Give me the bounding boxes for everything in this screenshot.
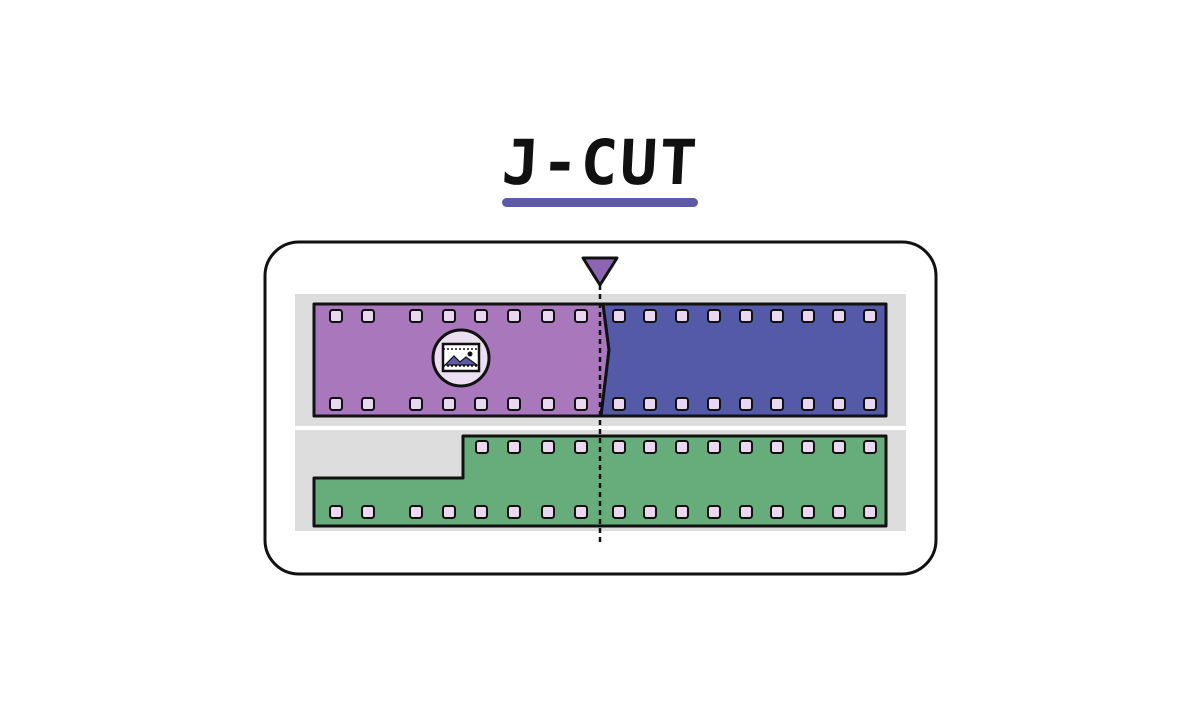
sprocket-hole: [612, 440, 626, 454]
sprocket-hole: [409, 309, 423, 323]
sprocket-hole: [675, 505, 689, 519]
sprocket-hole: [643, 309, 657, 323]
video-sprocket-row-bottom: [329, 397, 877, 411]
sprocket-hole: [739, 397, 753, 411]
sprocket-hole: [832, 309, 846, 323]
sprocket-hole: [574, 397, 588, 411]
sprocket-hole: [643, 440, 657, 454]
playhead-triangle-icon[interactable]: [581, 256, 619, 287]
sprocket-hole: [541, 505, 555, 519]
sprocket-hole: [507, 440, 521, 454]
sprocket-hole: [474, 397, 488, 411]
audio-sprocket-row-bottom: [329, 505, 877, 519]
sprocket-hole: [574, 505, 588, 519]
sprocket-hole: [707, 440, 721, 454]
sprocket-hole: [612, 397, 626, 411]
sprocket-hole: [409, 505, 423, 519]
sprocket-hole: [770, 505, 784, 519]
sprocket-hole: [361, 397, 375, 411]
image-film-icon: [431, 328, 491, 388]
sprocket-hole: [442, 397, 456, 411]
sprocket-hole: [541, 397, 555, 411]
sprocket-hole: [474, 505, 488, 519]
sprocket-hole: [475, 440, 489, 454]
sprocket-hole: [675, 309, 689, 323]
sprocket-hole: [329, 397, 343, 411]
sprocket-hole: [863, 397, 877, 411]
sprocket-hole: [707, 505, 721, 519]
sprocket-hole: [361, 309, 375, 323]
sprocket-hole: [770, 397, 784, 411]
sprocket-hole: [801, 309, 815, 323]
sprocket-hole: [832, 397, 846, 411]
sprocket-hole: [612, 309, 626, 323]
sprocket-hole: [361, 505, 375, 519]
sprocket-hole: [643, 505, 657, 519]
sprocket-hole: [675, 440, 689, 454]
sprocket-hole: [612, 505, 626, 519]
sprocket-hole: [863, 505, 877, 519]
sprocket-hole: [574, 440, 588, 454]
sprocket-hole: [801, 440, 815, 454]
sprocket-hole: [739, 440, 753, 454]
video-clip-b: [599, 302, 888, 418]
sprocket-hole: [675, 397, 689, 411]
sprocket-hole: [474, 309, 488, 323]
sprocket-hole: [541, 440, 555, 454]
sprocket-hole: [643, 397, 657, 411]
sprocket-hole: [770, 440, 784, 454]
sprocket-hole: [801, 505, 815, 519]
sprocket-hole: [863, 440, 877, 454]
sprocket-hole: [507, 505, 521, 519]
sprocket-hole: [507, 309, 521, 323]
sprocket-hole: [409, 397, 423, 411]
sprocket-hole: [707, 309, 721, 323]
sprocket-hole: [801, 397, 815, 411]
audio-clip: [312, 434, 888, 528]
sprocket-hole: [832, 440, 846, 454]
sprocket-hole: [442, 505, 456, 519]
sprocket-hole: [507, 397, 521, 411]
sprocket-hole: [329, 309, 343, 323]
sprocket-hole: [707, 397, 721, 411]
sprocket-hole: [863, 309, 877, 323]
video-sprocket-row-top: [329, 309, 877, 323]
title-underline: [502, 198, 698, 207]
sprocket-hole: [574, 309, 588, 323]
sprocket-hole: [832, 505, 846, 519]
sprocket-hole: [770, 309, 784, 323]
sprocket-hole: [442, 309, 456, 323]
sprocket-hole: [541, 309, 555, 323]
sprocket-hole: [739, 309, 753, 323]
audio-sprocket-row-top: [475, 440, 877, 454]
sprocket-hole: [329, 505, 343, 519]
sprocket-hole: [739, 505, 753, 519]
